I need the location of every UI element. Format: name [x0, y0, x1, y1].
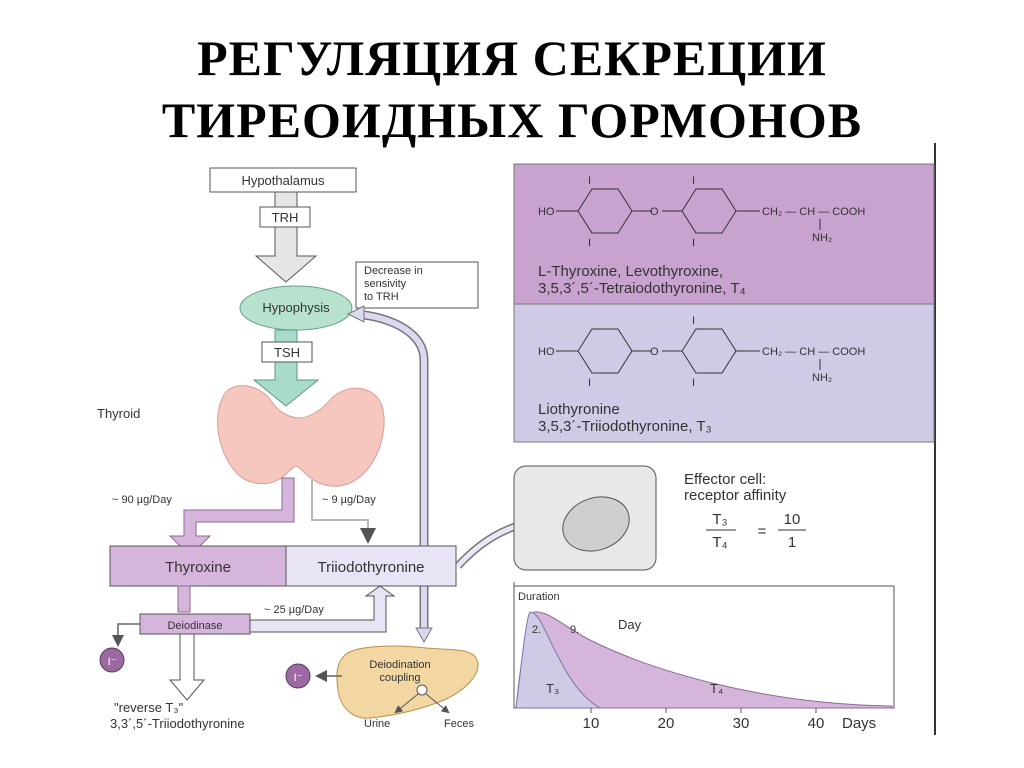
x-tick-40: 40 — [808, 715, 825, 732]
t3-name-line2: 3,5,3´-Triiodothyronine, T₃ — [538, 418, 712, 435]
tsh-label: TSH — [274, 345, 300, 360]
x-tick-30: 30 — [733, 715, 750, 732]
feedback-note-box — [355, 261, 479, 309]
t4-chain: CH₂ — CH — COOH — [762, 206, 865, 218]
triiodothyronine-label: Triiodothyronine — [318, 559, 425, 576]
ratio-right-denominator: 1 — [788, 534, 796, 551]
hypothalamus-label: Hypothalamus — [241, 173, 325, 188]
deiodinase-label: Deiodinase — [167, 620, 222, 632]
tsh-box — [261, 341, 313, 363]
t4-secretion-arrow — [168, 477, 295, 557]
feedback-note-line3: to TRH — [364, 291, 399, 303]
excretion-node — [416, 684, 428, 696]
t3-chain: CH₂ — CH — COOH — [762, 346, 865, 358]
svg-text:O: O — [650, 206, 659, 218]
t3-nh2: NH₂ — [812, 372, 832, 384]
conversion-rate-label: ~ 25 µg/Day — [264, 604, 324, 616]
effector-nucleus — [562, 496, 630, 552]
t3-iodine-1: I — [588, 377, 591, 389]
t4-iodine-1: I — [588, 175, 591, 187]
t4-peak-label: 9. — [570, 624, 579, 636]
effector-label-line2: receptor affinity — [684, 487, 787, 504]
liver-label-line2: coupling — [380, 672, 421, 684]
t3-series-label: T₃ — [546, 681, 559, 696]
slide-title-line1: РЕГУЛЯЦИЯ СЕКРЕЦИИ — [197, 30, 827, 86]
reverse-t3-label: "reverse T₃" — [114, 700, 184, 715]
reverse-t3-name: 3,3´,5´-Triiodothyronine — [110, 716, 245, 731]
t4-rate-label: ~ 90 µg/Day — [112, 494, 172, 506]
t3-secretion-arrow — [311, 480, 376, 544]
t3-peak-label: 2. — [532, 624, 541, 636]
duration-chart: Duration 2. 9. Day T₃ T₄ 10 20 30 40 Day… — [513, 582, 895, 732]
t4-nh2: NH₂ — [812, 232, 832, 244]
feedback-arrowhead — [346, 305, 365, 323]
x-tick-10: 10 — [583, 715, 600, 732]
day-label: Day — [618, 617, 642, 632]
x-tick-20: 20 — [658, 715, 675, 732]
urine-label: Urine — [364, 718, 390, 730]
ratio-left-numerator: T₃ — [712, 511, 727, 528]
t4-series-label: T₄ — [710, 681, 723, 696]
svg-text:O: O — [650, 346, 659, 358]
t3-structure-panel — [513, 303, 935, 443]
triiodothyronine-box — [285, 545, 457, 587]
t3-rate-label: ~ 9 µg/Day — [322, 494, 376, 506]
liver-arrowhead — [415, 627, 433, 644]
slide-title-line2: ТИРЕОИДНЫХ ГОРМОНОВ — [161, 92, 863, 148]
conversion-arrow — [249, 585, 396, 633]
reverse-t3-arrow — [168, 633, 206, 701]
thyroxine-label: Thyroxine — [165, 559, 231, 576]
feedback-path — [355, 311, 427, 628]
t3-duration-curve — [515, 611, 602, 709]
t3-iodine-3: I — [692, 377, 695, 389]
x-axis-unit: Days — [842, 715, 876, 732]
iodide-release-arrow — [112, 623, 140, 647]
t3-ho: HO — [538, 346, 555, 358]
t4-ho: HO — [538, 206, 555, 218]
iodide-label-left: I⁻ — [108, 656, 117, 668]
thyroxine-box — [109, 545, 287, 587]
iodide-label-right: I⁻ — [294, 672, 303, 684]
feces-label: Feces — [444, 718, 474, 730]
feedback-note-line1: Decrease in — [364, 265, 423, 277]
t4-structure-panel — [513, 163, 935, 305]
t4-structure-drawing: HO O CH₂ — CH — COOH NH₂ I I I I — [538, 175, 865, 249]
iodide-circle-left — [99, 647, 125, 673]
t4-to-deiodinase — [177, 585, 191, 613]
urine-arrow — [394, 693, 419, 714]
feces-arrow — [425, 693, 450, 714]
tsh-arrow — [252, 329, 320, 407]
trh-arrow — [254, 191, 318, 283]
trh-box — [259, 206, 311, 228]
t4-iodine-2: I — [588, 237, 591, 249]
t4-name-line1: L-Thyroxine, Levothyroxine, — [538, 263, 723, 280]
t3-name-line1: Liothyronine — [538, 401, 620, 418]
ratio-right-numerator: 10 — [784, 511, 801, 528]
thyroid-gland — [217, 385, 385, 487]
thyroid-label: Thyroid — [97, 406, 140, 421]
iodide-circle-right — [285, 663, 311, 689]
t3-iodine-2: I — [692, 315, 695, 327]
liver-label-line1: Deiodination — [369, 659, 430, 671]
ratio-left-denominator: T₄ — [712, 534, 727, 551]
duration-title: Duration — [518, 591, 560, 603]
feedback-note-line2: sensivity — [364, 278, 407, 290]
hypophysis-label: Hypophysis — [262, 300, 330, 315]
liver-shape — [336, 645, 479, 719]
t4-name-line2: 3,5,3´,5´-Tetraiodothyronine, T₄ — [538, 280, 746, 297]
t4-iodine-3: I — [692, 175, 695, 187]
trh-label: TRH — [272, 210, 299, 225]
t3-structure-drawing: HO O CH₂ — CH — COOH NH₂ I I I — [538, 315, 865, 389]
effector-label-line1: Effector cell: — [684, 471, 766, 488]
t4-iodine-4: I — [692, 237, 695, 249]
ratio-equals: = — [758, 523, 767, 540]
